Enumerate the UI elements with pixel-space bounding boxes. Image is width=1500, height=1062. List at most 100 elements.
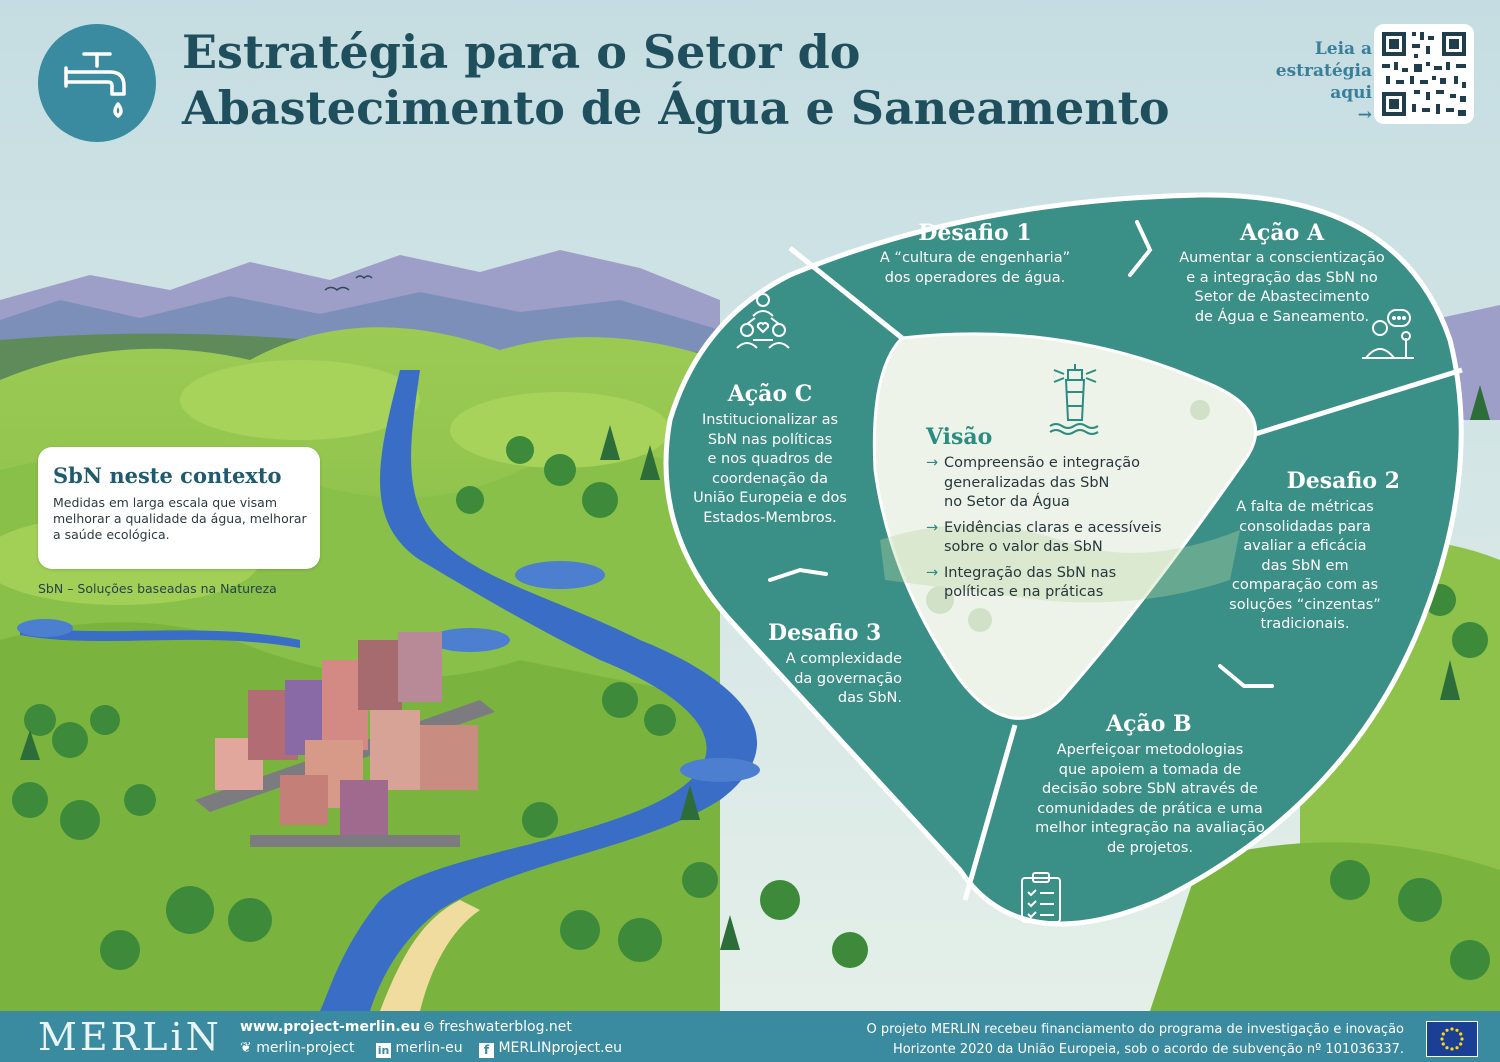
challenge-3-line-2: da governação bbox=[794, 670, 902, 687]
blog-link[interactable]: ⊜ freshwaterblog.net bbox=[423, 1019, 572, 1035]
challenge-2-line-4: das SbN em bbox=[1261, 557, 1349, 574]
vision-item-3-line-2: políticas e na práticas bbox=[944, 584, 1104, 600]
eu-flag bbox=[1426, 1021, 1478, 1057]
vision-shape bbox=[872, 332, 1258, 720]
action-a-line-4: de Água e Saneamento. bbox=[1194, 308, 1370, 325]
vision-item-1: → Compreensão e integração generalizadas… bbox=[926, 454, 1181, 513]
vision-item-1-line-2: generalizadas das SbN bbox=[944, 474, 1110, 491]
qr-code-icon bbox=[1382, 32, 1466, 116]
challenge-2-line-5: comparação com as bbox=[1231, 577, 1379, 593]
bluesky-text: merlin-project bbox=[256, 1040, 355, 1056]
action-b-line-3: decisão sobre SbN através de bbox=[1042, 781, 1258, 797]
action-b: Ação B Aperfeiçoar metodologias que apoi… bbox=[1010, 711, 1290, 858]
challenge-2-line-3: avaliar a eficácia bbox=[1243, 538, 1367, 554]
challenge-1-line-2: dos operadores de água. bbox=[884, 269, 1066, 286]
butterfly-icon: ❦ bbox=[240, 1040, 252, 1056]
blog-text: freshwaterblog.net bbox=[439, 1019, 572, 1035]
qr-prompt-line-3: aqui bbox=[1330, 83, 1372, 103]
qr-prompt-line-2: estratégia bbox=[1275, 61, 1372, 81]
context-footnote: SbN – Soluções baseadas na Natureza bbox=[38, 581, 277, 596]
challenge-3: Desafio 3 A complexidade da governação d… bbox=[752, 620, 902, 709]
context-title: SbN neste contexto bbox=[53, 463, 282, 488]
action-c-title: Ação C bbox=[727, 381, 813, 407]
challenge-2-line-2: consolidadas para bbox=[1239, 518, 1371, 535]
vision-item-2-line-1: Evidências claras e acessíveis bbox=[944, 519, 1162, 536]
linkedin-icon: in bbox=[376, 1043, 391, 1058]
action-b-line-4: comunidades de prática e uma bbox=[1037, 800, 1263, 817]
bluesky-link[interactable]: ❦ merlin-project bbox=[240, 1040, 355, 1056]
landscape-illustration bbox=[0, 0, 1500, 1011]
action-c-line-5: União Europeia e dos bbox=[693, 490, 847, 506]
title-line-1: Estratégia para o Setor do bbox=[182, 25, 861, 79]
eu-flag-icon bbox=[1440, 1027, 1464, 1051]
footer: MERLiN www.project-merlin.eu ⊜ freshwate… bbox=[0, 1011, 1500, 1062]
arrow-right-icon: → bbox=[926, 455, 939, 471]
challenge-1-title: Desafio 1 bbox=[918, 220, 1032, 246]
challenge-2-line-7: tradicionais. bbox=[1260, 616, 1350, 632]
vision-item-1-line-3: no Setor da Água bbox=[944, 494, 1070, 510]
challenge-1-line-1: A “cultura de engenharia” bbox=[879, 250, 1071, 266]
action-c-line-2: SbN nas políticas bbox=[707, 431, 833, 448]
context-text: Medidas em larga escala que visam melhor… bbox=[53, 495, 307, 542]
strategy-diagram bbox=[663, 192, 1464, 927]
challenge-2-line-1: A falta de métricas bbox=[1236, 499, 1374, 515]
vision-panel: Visão → Compreensão e integração general… bbox=[926, 424, 1181, 609]
qr-prompt[interactable]: Leia a estratégia aqui → bbox=[1252, 38, 1372, 126]
facebook-link[interactable]: f MERLINproject.eu bbox=[479, 1040, 622, 1058]
action-b-line-1: Aperfeiçoar metodologias bbox=[1056, 742, 1244, 758]
facebook-text: MERLINproject.eu bbox=[498, 1040, 623, 1056]
funding-statement: O projeto MERLIN recebeu financiamento d… bbox=[866, 1020, 1404, 1060]
action-b-line-5: melhor integração na avaliação bbox=[1035, 820, 1265, 836]
action-a-line-2: e a integração das SbN no bbox=[1186, 269, 1378, 286]
challenge-2-title: Desafio 2 bbox=[1286, 468, 1400, 494]
action-b-title: Ação B bbox=[1106, 711, 1192, 737]
page-title: Estratégia para o Setor do Abastecimento… bbox=[182, 24, 1170, 136]
challenge-3-line-1: A complexidade bbox=[785, 651, 902, 667]
action-a-line-1: Aumentar a conscientização bbox=[1179, 250, 1385, 266]
website-text: www.project-merlin.eu bbox=[240, 1019, 421, 1035]
vision-item-2: → Evidências claras e acessíveis sobre o… bbox=[926, 519, 1181, 558]
challenge-1: Desafio 1 A “cultura de engenharia” dos … bbox=[860, 220, 1090, 288]
arrow-right-icon: → bbox=[1357, 105, 1372, 125]
arrow-right-icon: → bbox=[926, 519, 939, 536]
linkedin-link[interactable]: in merlin-eu bbox=[376, 1040, 463, 1058]
vision-item-1-line-1: Compreensão e integração bbox=[944, 455, 1141, 471]
challenge-3-title: Desafio 3 bbox=[768, 620, 882, 646]
action-c-line-1: Institucionalizar as bbox=[701, 412, 839, 428]
linkedin-text: merlin-eu bbox=[395, 1040, 463, 1056]
action-c: Ação C Institucionalizar as SbN nas polí… bbox=[680, 381, 860, 528]
context-card: SbN neste contexto Medidas em larga esca… bbox=[38, 447, 320, 569]
funding-line-1: O projeto MERLIN recebeu financiamento d… bbox=[866, 1022, 1404, 1037]
team-heart-icon bbox=[736, 293, 790, 349]
water-tap-icon bbox=[64, 52, 126, 118]
arrow-right-icon: → bbox=[926, 564, 939, 581]
challenge-2-line-6: soluções “cinzentas” bbox=[1229, 596, 1381, 613]
merlin-logo: MERLiN bbox=[38, 1015, 222, 1059]
vision-title: Visão bbox=[926, 424, 993, 450]
vision-item-3: → Integração das SbN nas políticas e na … bbox=[926, 564, 1181, 603]
title-line-2: Abastecimento de Água e Saneamento bbox=[182, 81, 1170, 135]
website-link[interactable]: www.project-merlin.eu bbox=[240, 1019, 420, 1035]
consultation-icon bbox=[1362, 309, 1414, 359]
action-a: Ação A Aumentar a conscientização e a in… bbox=[1150, 220, 1414, 327]
vision-item-2-line-2: sobre o valor das SbN bbox=[944, 539, 1103, 555]
action-b-line-2: que apoiem a tomada de bbox=[1058, 761, 1242, 778]
action-c-line-6: Estados-Membros. bbox=[703, 509, 837, 526]
vision-list: → Compreensão e integração generalizadas… bbox=[926, 454, 1181, 603]
funding-line-2: Horizonte 2020 da União Europeia, sob o … bbox=[892, 1042, 1404, 1057]
challenge-2: Desafio 2 A falta de métricas consolidad… bbox=[1210, 468, 1400, 635]
blog-icon: ⊜ bbox=[423, 1019, 435, 1035]
lighthouse-icon bbox=[1049, 364, 1099, 435]
water-tap-badge bbox=[38, 24, 156, 142]
clipboard-checklist-icon bbox=[1021, 872, 1061, 923]
action-c-line-4: coordenação da bbox=[711, 470, 829, 487]
challenge-3-line-3: das SbN. bbox=[837, 690, 902, 706]
action-a-line-3: Setor de Abastecimento bbox=[1194, 289, 1370, 305]
qr-prompt-line-1: Leia a bbox=[1314, 39, 1372, 59]
vision-item-3-line-1: Integração das SbN nas bbox=[944, 564, 1117, 581]
facebook-icon: f bbox=[479, 1043, 494, 1058]
action-b-line-6: de projetos. bbox=[1106, 839, 1194, 856]
action-a-title: Ação A bbox=[1239, 220, 1325, 246]
qr-code[interactable] bbox=[1374, 24, 1474, 124]
